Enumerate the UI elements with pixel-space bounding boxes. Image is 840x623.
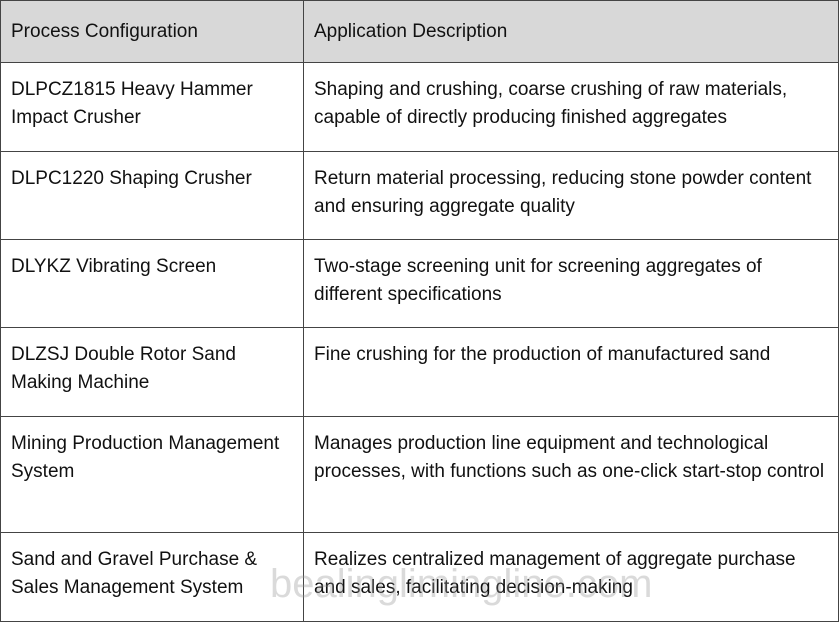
config-cell: DLYKZ Vibrating Screen [0, 239, 304, 328]
description-cell: Fine crushing for the production of manu… [303, 327, 839, 417]
description-cell: Return material processing, reducing sto… [303, 151, 839, 240]
config-cell: DLPC1220 Shaping Crusher [0, 151, 304, 240]
header-application-description: Application Description [303, 0, 839, 63]
table-row: DLYKZ Vibrating Screen Two-stage screeni… [0, 239, 839, 328]
config-cell: Mining Production Management System [0, 416, 304, 533]
config-cell: DLPCZ1815 Heavy Hammer Impact Crusher [0, 62, 304, 152]
header-process-configuration: Process Configuration [0, 0, 304, 63]
table-row: Sand and Gravel Purchase & Sales Managem… [0, 532, 839, 622]
description-cell: Shaping and crushing, coarse crushing of… [303, 62, 839, 152]
config-cell: DLZSJ Double Rotor Sand Making Machine [0, 327, 304, 417]
table-row: Mining Production Management System Mana… [0, 416, 839, 533]
table-row: DLPC1220 Shaping Crusher Return material… [0, 151, 839, 240]
description-cell: Manages production line equipment and te… [303, 416, 839, 533]
table-row: DLZSJ Double Rotor Sand Making Machine F… [0, 327, 839, 417]
table-header-row: Process Configuration Application Descri… [0, 0, 839, 63]
table-row: DLPCZ1815 Heavy Hammer Impact Crusher Sh… [0, 62, 839, 152]
description-cell: Realizes centralized management of aggre… [303, 532, 839, 622]
config-cell: Sand and Gravel Purchase & Sales Managem… [0, 532, 304, 622]
description-cell: Two-stage screening unit for screening a… [303, 239, 839, 328]
